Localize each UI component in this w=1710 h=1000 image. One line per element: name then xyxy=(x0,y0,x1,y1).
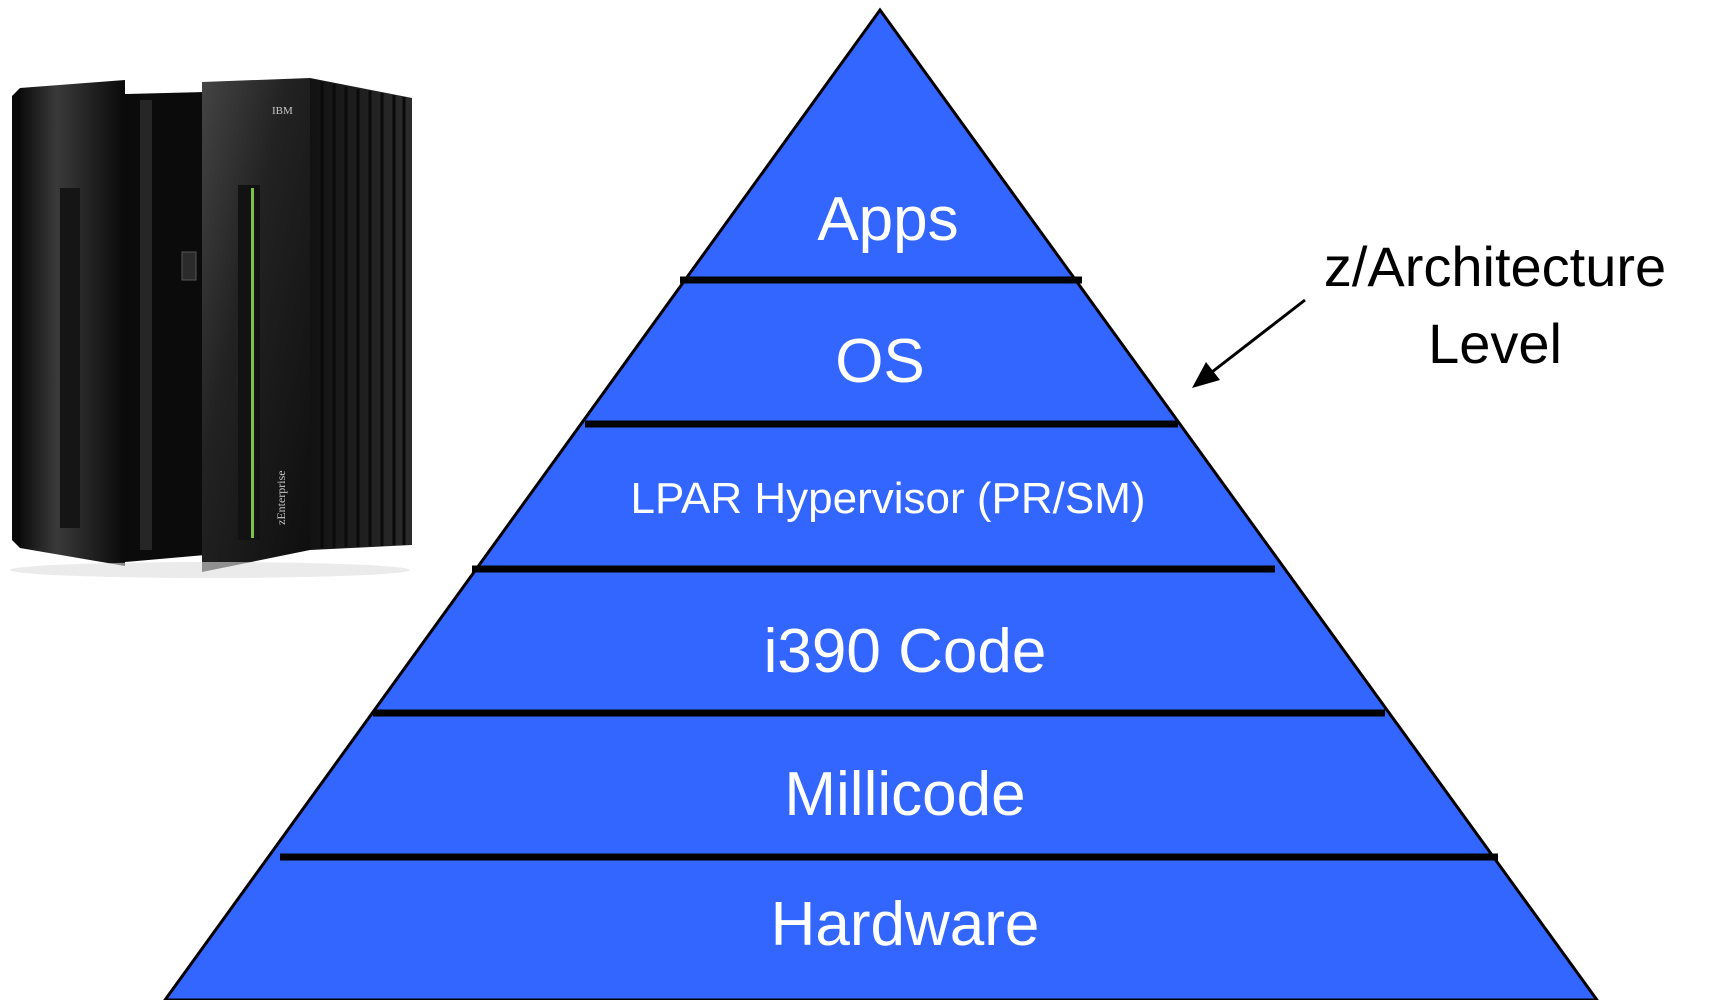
middle-panel-highlight xyxy=(140,100,152,550)
cabinet-floor-shadow xyxy=(10,562,410,578)
side-louvers xyxy=(320,82,406,548)
layer-label-os: OS xyxy=(835,327,925,396)
right-cabinet-stripe xyxy=(238,185,260,540)
callout-arrow-head xyxy=(1192,362,1220,388)
left-cabinet-stripe xyxy=(60,188,80,528)
layer-label-apps: Apps xyxy=(817,185,958,254)
callout-line-1: z/Architecture xyxy=(1324,235,1666,298)
callout-arrow-shaft xyxy=(1211,298,1306,374)
green-accent-strip xyxy=(251,188,254,538)
middle-recess xyxy=(125,92,205,562)
right-cabinet-side xyxy=(310,78,412,550)
layer-label-lpar-hypervisor: LPAR Hypervisor (PR/SM) xyxy=(630,474,1145,523)
ibm-logo: IBM xyxy=(272,105,293,117)
pyramid: Apps OS LPAR Hypervisor (PR/SM) i390 Cod… xyxy=(163,7,1599,1000)
status-display xyxy=(181,251,197,281)
callout: z/Architecture Level xyxy=(1192,235,1666,388)
layer-label-i390-code: i390 Code xyxy=(764,617,1047,686)
layer-dividers xyxy=(280,276,1498,861)
layer-label-hardware: Hardware xyxy=(771,890,1040,959)
model-logo: zEnterprise xyxy=(274,470,288,525)
callout-line-2: Level xyxy=(1428,312,1562,375)
mainframe-image: IBM zEnterprise xyxy=(10,78,412,578)
layer-label-millicode: Millicode xyxy=(784,760,1025,829)
pyramid-body xyxy=(163,7,1599,1000)
left-cabinet-side xyxy=(12,88,20,548)
